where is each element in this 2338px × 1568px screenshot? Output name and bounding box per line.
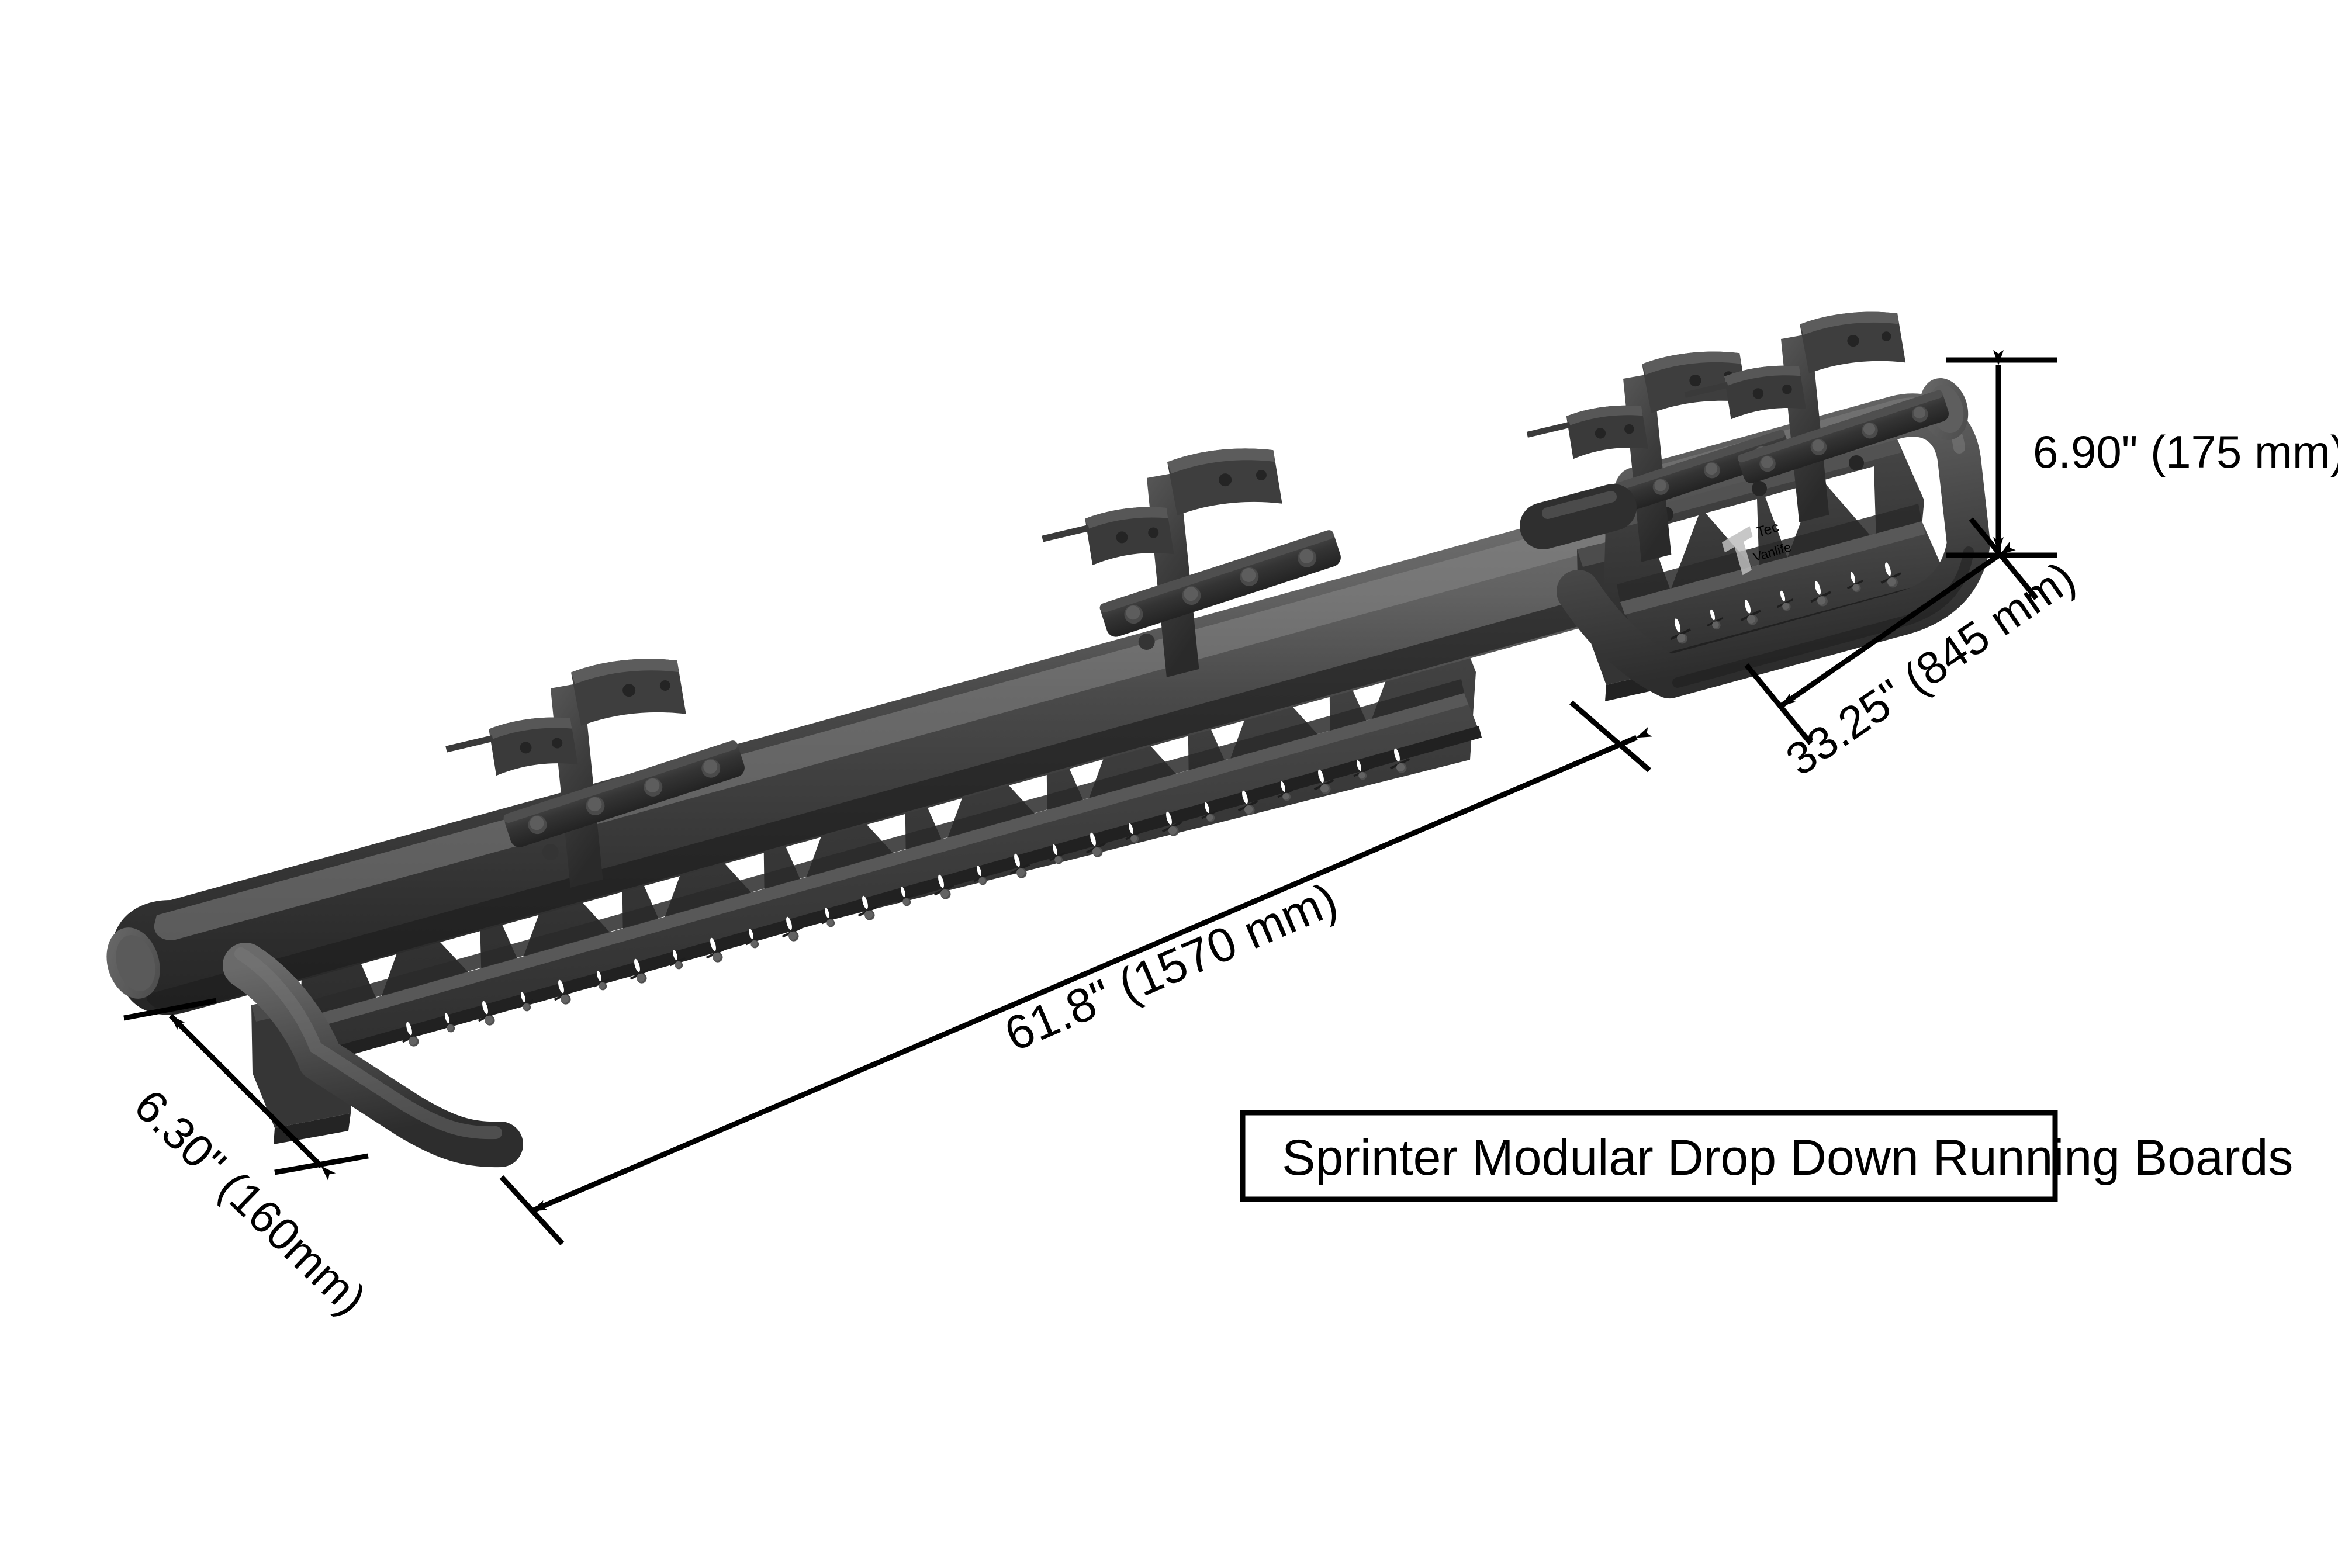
- stepdepth-ext-left: [1744, 663, 1813, 745]
- title-callout-label: Sprinter Modular Drop Down Running Board…: [1282, 1130, 2293, 1186]
- length-dim-line: [531, 726, 1652, 1214]
- stepdepth-dim-line: [1779, 541, 2016, 708]
- step-mount-bracket-b: [1684, 311, 1949, 522]
- mount-bracket-mid: [1042, 448, 1341, 677]
- title-callout-box: [1240, 1110, 2058, 1202]
- drop-down-step-module: Tec Vanlife: [1520, 311, 1990, 701]
- dimension-height: 6.90" (175 mm): [1946, 350, 2338, 558]
- length-dim-label: 61.8" (1570 mm): [997, 873, 1345, 1061]
- title-callout: Sprinter Modular Drop Down Running Board…: [1240, 1110, 2293, 1202]
- height-dim-label: 6.90" (175 mm): [2033, 426, 2338, 477]
- depth-ext-upper: [123, 998, 217, 1021]
- depth-dim-line: [168, 1013, 336, 1181]
